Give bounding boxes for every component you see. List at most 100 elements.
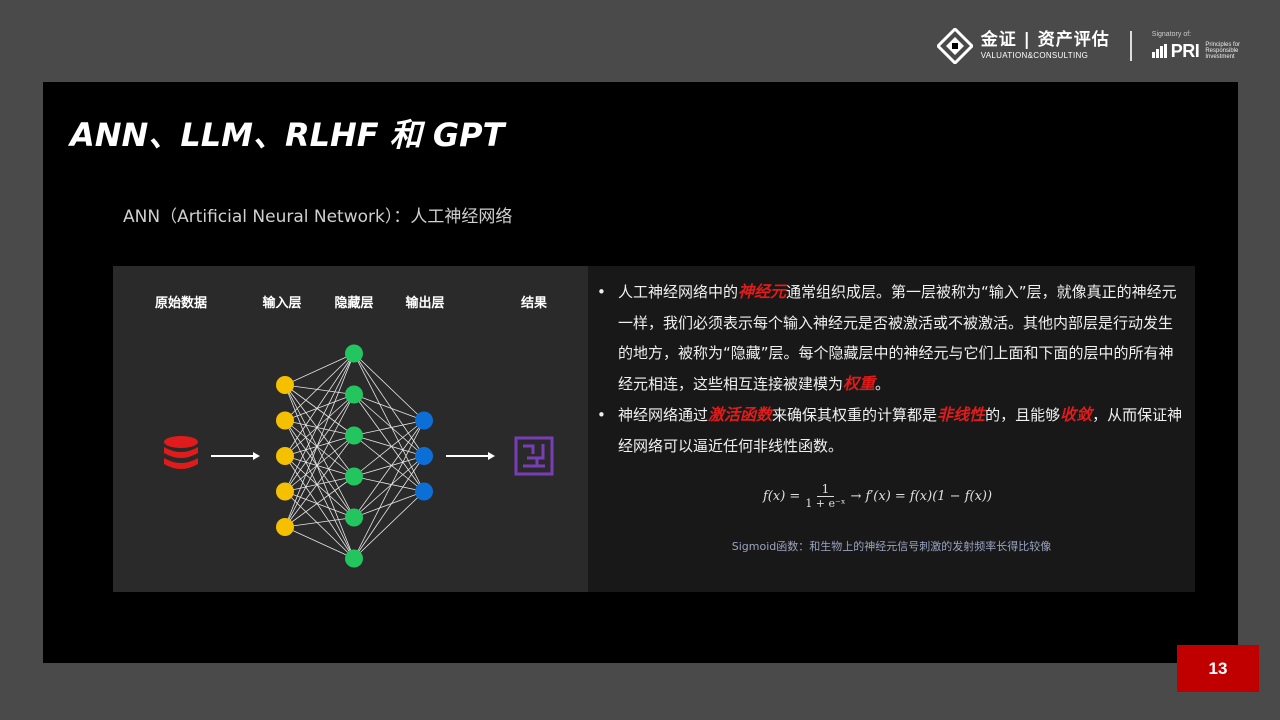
network-edge: [353, 394, 425, 457]
network-edge: [284, 353, 355, 528]
network-edge: [284, 455, 355, 477]
network-edge: [284, 420, 355, 559]
network-edge: [284, 394, 355, 492]
network-edge: [353, 394, 425, 492]
network-edge: [284, 353, 355, 421]
highlight-nonlinear: 非线性: [937, 405, 986, 424]
network-edge: [353, 353, 425, 421]
network-svg: 原始数据 输入层 隐藏层 输出层 结果: [155, 295, 554, 568]
network-edge: [353, 435, 425, 457]
slide-title: ANN、LLM、RLHF 和 GPT: [70, 116, 505, 154]
network-edge: [284, 491, 355, 559]
network-edge: [284, 353, 355, 492]
network-edge: [284, 517, 355, 528]
network-edge: [353, 353, 425, 457]
network-edge: [284, 394, 355, 528]
network-edge: [284, 476, 355, 492]
network-edge: [353, 491, 425, 518]
text-segment: 来确保其权重的计算都是: [772, 406, 938, 424]
hidden-node: [345, 549, 363, 568]
output-node: [415, 482, 433, 501]
network-edge: [284, 384, 355, 518]
network-edge: [284, 435, 355, 528]
network-edge: [284, 384, 355, 477]
brand-name-cn: 金证 | 资产评估: [980, 30, 1110, 51]
network-edge: [353, 420, 425, 518]
pri-line1: Principles for: [1205, 41, 1240, 48]
arrow-right-icon: [446, 452, 495, 460]
network-edge: [284, 455, 355, 559]
paragraph-activation: 神经网络通过激活函数来确保其权重的计算都是非线性的，且能够收敛，从而保证神经网络…: [618, 400, 1185, 461]
pri-bars-icon: [1151, 44, 1167, 58]
network-edge: [284, 435, 355, 492]
formula-rhs: → f′(x) = f(x)(1 − f(x)): [850, 488, 993, 504]
pri-signatory-text: Signatory of:: [1151, 30, 1192, 38]
hidden-node: [345, 467, 363, 486]
text-segment: ，从而保证神经网络可以逼近任何非线性函数。: [618, 406, 1183, 455]
text-segment: 通常组织成层。第一层被称为“输入”层，就像真正的神经元一样，我们必须表示每个输入…: [618, 283, 1177, 393]
network-edge: [353, 476, 425, 492]
brand-logo: 金证 | 资产评估 VALUATION&CONSULTING: [936, 28, 1110, 64]
input-node: [276, 411, 294, 430]
highlight-weights: 权重: [843, 373, 876, 393]
label-hidden-layer: 隐藏层: [334, 295, 373, 311]
neural-network-diagram: 原始数据 输入层 隐藏层 输出层 结果: [113, 266, 588, 592]
label-output-layer: 输出层: [405, 295, 444, 311]
network-edge: [284, 420, 355, 518]
bullet-icon: •: [597, 283, 606, 301]
hidden-node: [345, 344, 363, 363]
formula-lhs: f(x) =: [763, 488, 801, 504]
hidden-node: [345, 426, 363, 445]
network-edge: [284, 526, 355, 559]
output-node: [415, 447, 433, 465]
label-raw-data: 原始数据: [155, 295, 207, 311]
network-edge: [284, 435, 355, 457]
network-edge: [284, 384, 355, 436]
paragraph-neurons: 人工神经网络中的神经元通常组织成层。第一层被称为“输入”层，就像真正的神经元一样…: [618, 277, 1185, 399]
formula-fraction: 1 1 + e⁻ˣ: [805, 482, 845, 510]
highlight-neuron: 神经元: [738, 282, 787, 301]
input-node: [276, 518, 294, 536]
network-edge: [284, 476, 355, 528]
database-icon: [164, 436, 198, 469]
output-node: [415, 411, 433, 430]
network-edge: [284, 491, 355, 518]
pri-line2: Responsible: [1205, 47, 1239, 54]
highlight-convergence: 收敛: [1060, 405, 1093, 424]
network-edge: [353, 455, 425, 518]
pri-line3: Investment: [1205, 54, 1235, 61]
page-number: 13: [1177, 645, 1259, 692]
network-edge: [353, 491, 425, 559]
text-segment: 人工神经网络中的: [618, 283, 739, 301]
network-edge: [284, 420, 355, 436]
hidden-node: [345, 385, 363, 404]
network-edge: [353, 420, 425, 477]
slide-subtitle: ANN（Artificial Neural Network）：人工神经网络: [123, 207, 513, 227]
bullet-icon: •: [597, 406, 606, 424]
highlight-activation: 激活函数: [708, 405, 773, 424]
text-segment: 的，且能够: [985, 406, 1061, 424]
logo-divider: [1129, 31, 1132, 61]
label-input-layer: 输入层: [262, 295, 301, 311]
pri-name: PRI: [1170, 40, 1200, 61]
network-edge: [353, 420, 425, 559]
formula-numerator: 1: [816, 482, 835, 497]
pri-logo: Signatory of: PRI Principles for Respons…: [1151, 30, 1240, 62]
input-node: [276, 376, 294, 394]
slide-content: ANN、LLM、RLHF 和 GPT ANN（Artificial Neural…: [43, 82, 1238, 663]
text-segment: 神经网络通过: [618, 406, 709, 424]
hidden-node: [345, 508, 363, 527]
network-edge: [284, 394, 355, 421]
network-edge: [353, 353, 425, 492]
network-edge: [353, 455, 425, 559]
sigmoid-formula: f(x) = 1 1 + e⁻ˣ → f′(x) = f(x)(1 − f(x)…: [763, 482, 992, 510]
network-edge: [284, 394, 355, 457]
input-node: [276, 482, 294, 501]
text-segment: 。: [875, 374, 891, 393]
arrow-right-icon: [211, 452, 260, 460]
network-edge: [353, 435, 425, 492]
explanation-panel: • 人工神经网络中的神经元通常组织成层。第一层被称为“输入”层，就像真正的神经元…: [588, 266, 1195, 592]
network-edge: [284, 353, 355, 457]
network-edge: [353, 420, 425, 436]
network-edge: [284, 420, 355, 477]
